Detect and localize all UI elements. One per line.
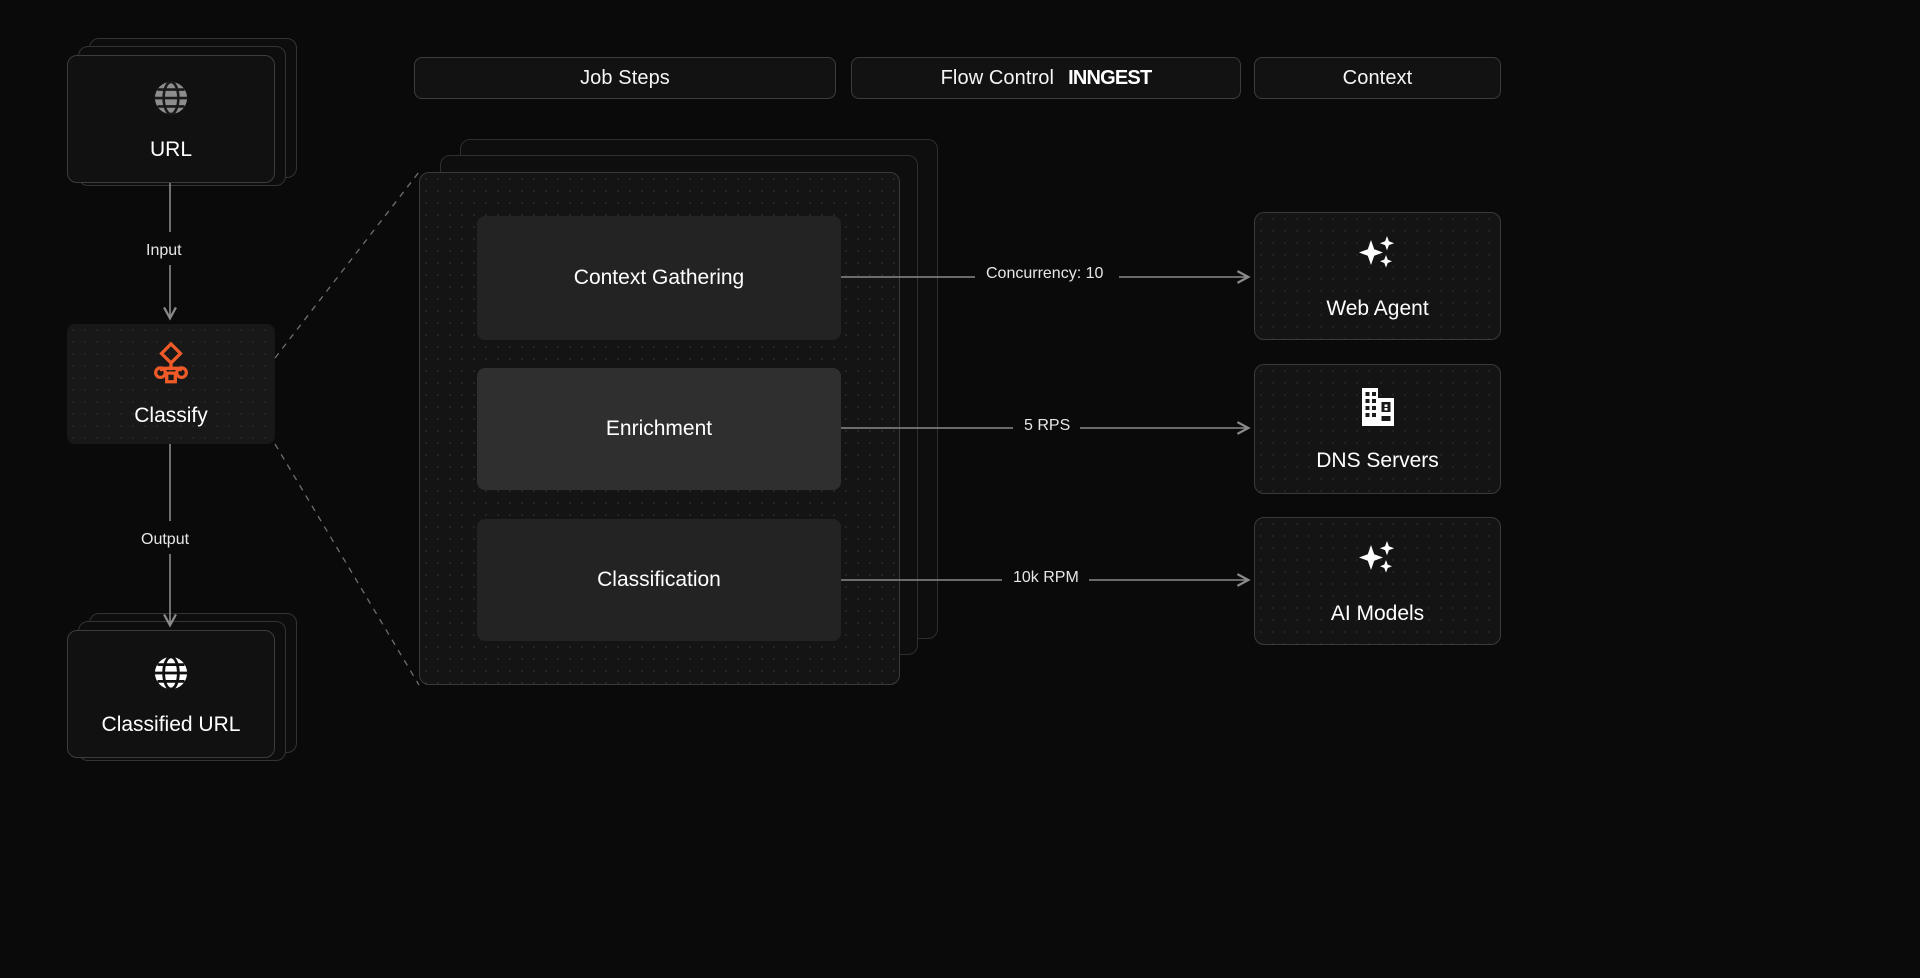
job-step-label: Classification [597,568,721,591]
job-step-context-gathering[interactable]: Context Gathering [477,216,841,340]
header-chip-context[interactable]: Context [1254,57,1501,99]
flow-control-label-rpm: 10k RPM [1013,569,1079,586]
context-card-dns-servers[interactable]: DNS Servers [1254,364,1501,494]
edge-classify-to-panel-top [274,171,420,359]
classified-url-node[interactable]: Classified URL [67,613,297,761]
sparkles-icon [1354,537,1402,586]
context-card-label: AI Models [1330,601,1425,625]
job-step-label: Enrichment [605,417,713,440]
classify-node[interactable]: Classify [67,324,275,444]
job-step-classification[interactable]: Classification [477,519,841,641]
job-step-label: Context Gathering [573,266,745,289]
flow-control-label-concurrency: Concurrency: 10 [986,265,1104,282]
inngest-logo: INNGEST [1068,66,1152,89]
sparkles-icon [1354,232,1402,281]
job-step-enrichment[interactable]: Enrichment [477,368,841,490]
header-chip-label: Job Steps [580,66,670,89]
context-card-ai-models[interactable]: AI Models [1254,517,1501,645]
classify-tree-icon [148,341,194,392]
url-node-label: URL [149,137,192,161]
header-chip-flow-control[interactable]: Flow Control INNGEST [851,57,1241,99]
context-card-label: Web Agent [1326,296,1429,320]
url-node-face: URL [67,55,275,183]
context-card-label: DNS Servers [1316,448,1439,472]
globe-icon [150,77,192,124]
input-edge-label: Input [146,242,182,259]
header-chip-label: Context [1342,66,1413,89]
classify-node-label: Classify [134,403,208,427]
flow-control-label-rps: 5 RPS [1024,417,1071,434]
output-edge-label: Output [141,531,190,548]
url-node[interactable]: URL [67,38,297,186]
classified-url-face: Classified URL [67,630,275,758]
globe-icon [150,652,192,699]
context-card-web-agent[interactable]: Web Agent [1254,212,1501,340]
classified-url-label: Classified URL [101,712,241,736]
building-icon [1356,386,1400,433]
header-chip-label: Flow Control [940,66,1055,89]
header-chip-job-steps[interactable]: Job Steps [414,57,836,99]
